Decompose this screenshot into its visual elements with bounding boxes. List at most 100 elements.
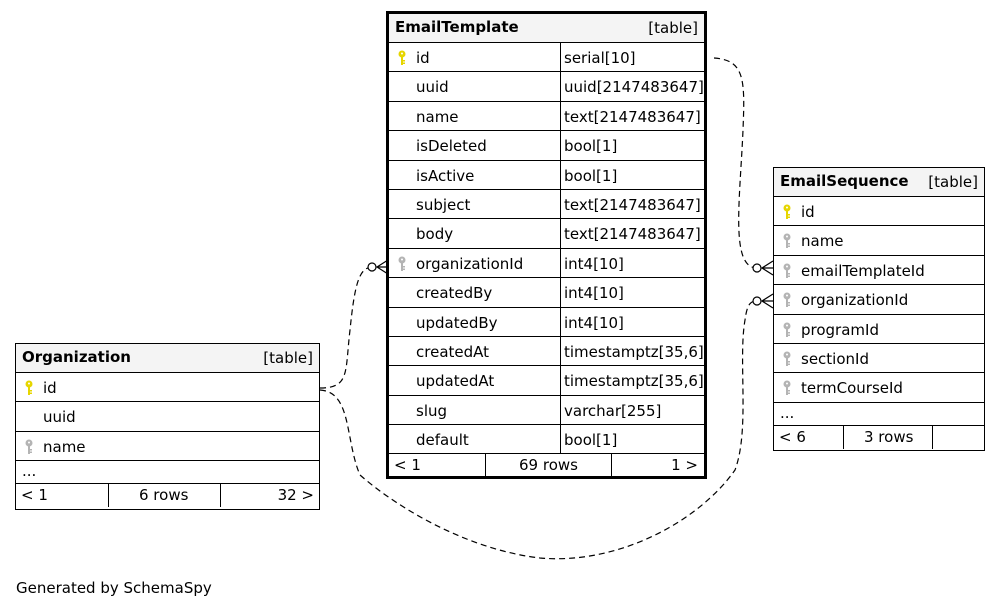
column-name: createdBy [416,284,493,303]
more-columns: ... [774,403,984,426]
column-name: sectionId [801,349,869,368]
footer-rows: 69 rows [519,456,578,475]
column-row[interactable]: subject text[2147483647] [389,189,704,220]
column-name: subject [416,195,471,214]
column-row[interactable]: id [16,373,319,403]
column-type: varchar[255] [564,401,662,420]
table-header: Organization [table] [16,344,319,373]
column-name: id [801,203,815,221]
column-name: termCourseId [801,379,903,398]
column-type: timestamptz[35,6] [564,372,704,391]
foreign-key-icon [782,322,792,338]
table-kind: [table] [648,19,698,37]
column-row[interactable]: id [774,197,984,227]
generator-credit: Generated by SchemaSpy [16,579,212,597]
column-list: id uuid name [16,373,319,462]
column-row[interactable]: programId [774,315,984,344]
column-row[interactable]: name [774,226,984,256]
column-name: isDeleted [416,137,487,156]
more-indicator: ... [780,403,795,422]
column-name: id [43,379,57,397]
column-name: emailTemplateId [801,261,925,280]
column-name: isActive [416,166,475,185]
column-type: int4[10] [564,254,624,273]
table-organization[interactable]: Organization [table] id uuid name ... < 1 … [15,343,320,510]
table-emailsequence[interactable]: EmailSequence [table] id name emailTemplat… [773,167,985,451]
column-list: id name emailTemplateId organizationId progr… [774,197,984,403]
column-row[interactable]: isActive bool[1] [389,160,704,190]
table-name: Organization [22,348,131,366]
foreign-key-icon [782,292,792,308]
column-name: default [416,431,469,450]
column-type: bool[1] [564,166,618,185]
column-type: int4[10] [564,313,624,332]
more-indicator: ... [22,462,37,481]
primary-key-icon [782,204,792,220]
column-row[interactable]: uuid uuid[2147483647] [389,72,704,102]
foreign-key-icon [397,256,407,272]
column-row[interactable]: sectionId [774,344,984,374]
column-row[interactable]: organizationId int4[10] [389,248,704,279]
column-name: body [416,225,454,244]
column-name: organizationId [416,254,524,273]
column-name: name [43,437,86,456]
edge-end-circle [752,296,762,306]
crowfoot-marker [760,260,774,276]
column-name: id [416,49,430,67]
edge-organization-to-emailsequence [319,300,758,560]
column-name: uuid [416,78,449,97]
column-name: organizationId [801,291,909,310]
column-row[interactable]: name [16,432,319,462]
footer-rows: 3 rows [864,427,914,446]
foreign-key-icon [782,263,792,279]
crowfoot-marker [760,293,774,309]
table-header: EmailTemplate [table] [389,14,704,43]
column-row[interactable]: uuid [16,402,319,432]
edge-organization-to-emailtemplate [319,266,373,389]
column-name: updatedAt [416,372,495,391]
foreign-key-icon [782,351,792,367]
primary-key-icon [397,50,407,66]
column-name: updatedBy [416,313,498,332]
table-footer: < 1 69 rows 1 > [389,454,704,478]
table-header: EmailSequence [table] [774,168,984,197]
table-kind: [table] [928,173,978,191]
edge-end-circle [752,263,762,273]
column-row[interactable]: updatedAt timestamptz[35,6] [389,366,704,396]
footer-left[interactable]: < 6 [779,427,806,446]
column-row[interactable]: id serial[10] [389,43,704,73]
column-row[interactable]: termCourseId [774,373,984,403]
column-row[interactable]: body text[2147483647] [389,219,704,249]
footer-right[interactable]: 1 > [671,456,698,475]
column-row[interactable]: organizationId [774,285,984,315]
footer-left[interactable]: < 1 [394,456,421,475]
column-row[interactable]: updatedBy int4[10] [389,307,704,337]
column-name: name [416,107,459,126]
edge-emailtemplate-to-emailsequence [713,57,758,269]
column-type: text[2147483647] [564,225,701,244]
column-type: text[2147483647] [564,195,701,214]
column-type: serial[10] [564,49,636,67]
table-footer: < 1 6 rows 32 > [16,484,319,508]
column-name: name [801,232,844,251]
primary-key-icon [24,380,34,396]
more-columns: ... [16,461,319,485]
column-name: uuid [43,408,76,427]
footer-right[interactable]: 32 > [277,486,314,505]
table-name: EmailTemplate [395,18,519,36]
column-row[interactable]: emailTemplateId [774,256,984,286]
footer-left[interactable]: < 1 [21,486,48,505]
column-type: uuid[2147483647] [564,78,704,97]
column-name: createdAt [416,342,490,361]
table-name: EmailSequence [780,172,909,190]
foreign-key-icon [782,233,792,249]
